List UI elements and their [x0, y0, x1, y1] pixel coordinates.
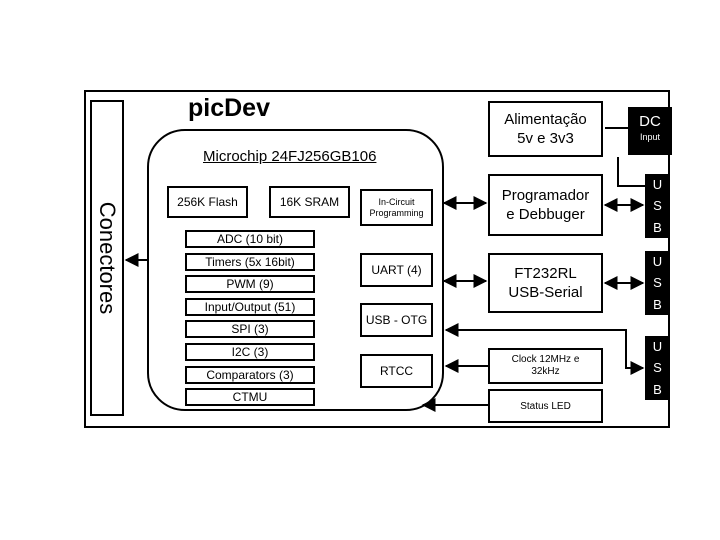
- usb-letter: B: [653, 296, 662, 312]
- usb-port-otg: U S B: [645, 336, 670, 400]
- uart-box: UART (4): [360, 253, 433, 287]
- feature-timers: Timers (5x 16bit): [185, 253, 315, 271]
- usb-otg-label: USB - OTG: [365, 313, 428, 327]
- feature-io: Input/Output (51): [185, 298, 315, 316]
- arrow-otg-usb: [444, 323, 645, 375]
- usb-letter: S: [653, 360, 662, 376]
- programmer-label: Programador: [501, 187, 590, 204]
- rtcc-label: RTCC: [379, 364, 414, 378]
- feature-spi: SPI (3): [185, 320, 315, 338]
- debugger-label: e Debbuger: [506, 206, 585, 223]
- feature-label: Timers (5x 16bit): [205, 255, 295, 269]
- diagram-title: picDev: [188, 94, 270, 122]
- usb-letter: U: [652, 339, 663, 355]
- usb-letter: S: [653, 198, 662, 214]
- mcu-title: Microchip 24FJ256GB106: [203, 148, 377, 165]
- usb-letter: U: [652, 177, 663, 193]
- sram-label: 16K SRAM: [279, 195, 340, 209]
- power-voltage-label: 5v e 3v3: [517, 130, 574, 147]
- usb-port-programmer: U S B: [645, 174, 670, 238]
- power-label: Alimentação: [504, 111, 587, 128]
- feature-comparators: Comparators (3): [185, 366, 315, 384]
- uart-label: UART (4): [371, 263, 422, 277]
- dc-input-block: DC Input: [628, 107, 672, 155]
- usb-letter: B: [653, 381, 662, 397]
- mcu-block: [147, 129, 444, 411]
- feature-label: CTMU: [232, 390, 268, 404]
- connectors-block: Conectores: [90, 100, 124, 416]
- feature-label: I2C (3): [231, 345, 269, 359]
- usb-port-serial: U S B: [645, 251, 670, 315]
- feature-pwm: PWM (9): [185, 275, 315, 293]
- line-dc-usb: [617, 157, 645, 187]
- status-led-box: Status LED: [488, 389, 603, 423]
- rtcc-box: RTCC: [360, 354, 433, 388]
- icp-label: In-Circuit Programming: [369, 196, 424, 218]
- usb-letter: U: [652, 254, 663, 270]
- flash-label: 256K Flash: [177, 195, 238, 209]
- usb-letter: S: [653, 275, 662, 291]
- feature-label: SPI (3): [231, 322, 269, 336]
- sram-box: 16K SRAM: [269, 186, 350, 218]
- ft232-box: FT232RL USB-Serial: [488, 253, 603, 313]
- power-box: Alimentação 5v e 3v3: [488, 101, 603, 157]
- feature-label: Comparators (3): [206, 368, 294, 382]
- dc-label: DC: [639, 113, 661, 130]
- status-led-label: Status LED: [520, 400, 571, 412]
- flash-box: 256K Flash: [167, 186, 248, 218]
- feature-i2c: I2C (3): [185, 343, 315, 361]
- ft232-label: FT232RL: [514, 265, 577, 282]
- feature-adc: ADC (10 bit): [185, 230, 315, 248]
- feature-label: ADC (10 bit): [216, 232, 284, 246]
- feature-label: Input/Output (51): [204, 300, 296, 314]
- feature-ctmu: CTMU: [185, 388, 315, 406]
- icp-box: In-Circuit Programming: [360, 189, 433, 226]
- usb-letter: B: [653, 219, 662, 235]
- dc-input-label: Input: [639, 132, 661, 142]
- usb-serial-label: USB-Serial: [508, 284, 583, 301]
- feature-label: PWM (9): [226, 277, 274, 291]
- programmer-box: Programador e Debbuger: [488, 174, 603, 236]
- usb-otg-box: USB - OTG: [360, 303, 433, 337]
